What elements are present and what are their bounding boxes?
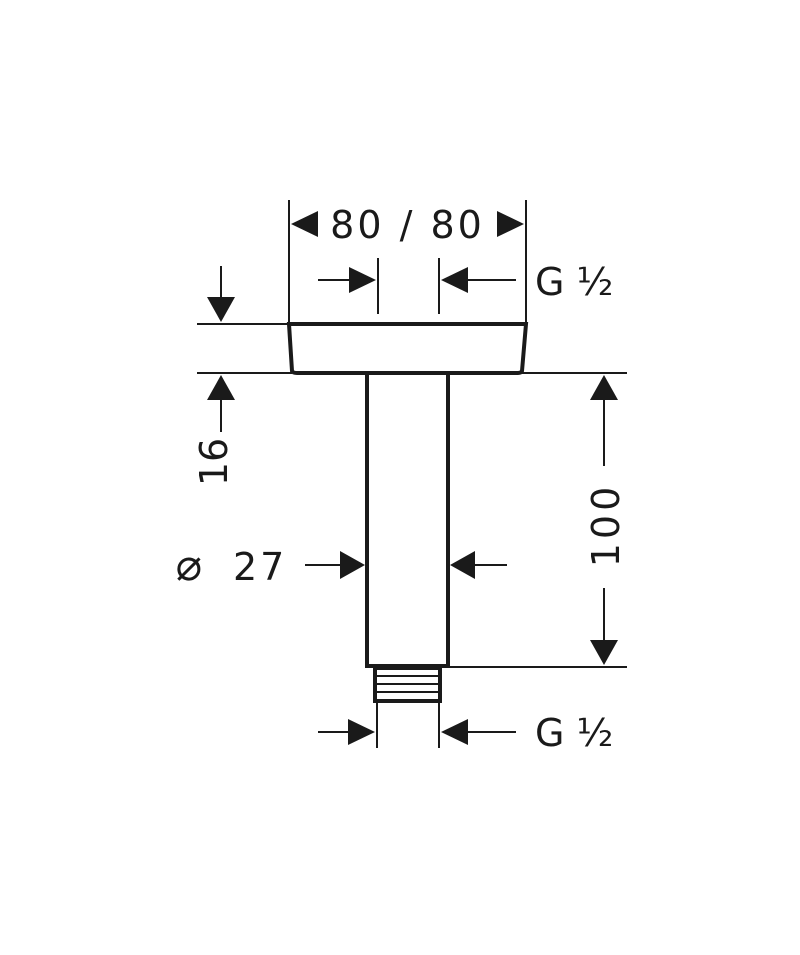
length-arrow-down [590,640,618,665]
bottom-thread-label: G ½ [535,711,613,755]
threaded-connector [373,666,442,703]
top-thread-dimension: G ½ [318,258,613,314]
diameter-symbol: ⌀ [176,540,203,591]
flange-arrow-up [207,375,235,400]
flange-height-label: 16 [192,438,236,486]
top-thread-arrow-left [349,267,376,293]
top-thread-label: G ½ [535,260,613,304]
top-thread-arrow-right [441,267,468,293]
diameter-dimension: ⌀ 27 [176,540,507,591]
width-label: 80 / 80 [330,203,485,247]
diameter-arrow-left [340,551,365,579]
length-arrow-up [590,375,618,400]
bottom-thread-dimension: G ½ [318,703,613,755]
diameter-arrow-right [450,551,475,579]
diameter-value: 27 [233,545,287,589]
flange-height-dimension: 16 [192,266,292,486]
length-dimension: 100 [450,372,628,668]
width-arrow-right [497,211,524,237]
shower-arm-outline [286,322,529,703]
ceiling-flange [286,322,529,375]
flange-arrow-down [207,297,235,322]
bottom-thread-arrow-left [348,719,375,745]
width-arrow-left [291,211,318,237]
length-label: 100 [584,483,628,568]
width-dimension: 80 / 80 [288,200,527,322]
bottom-thread-arrow-right [441,719,468,745]
shower-arm-tube [365,371,450,668]
